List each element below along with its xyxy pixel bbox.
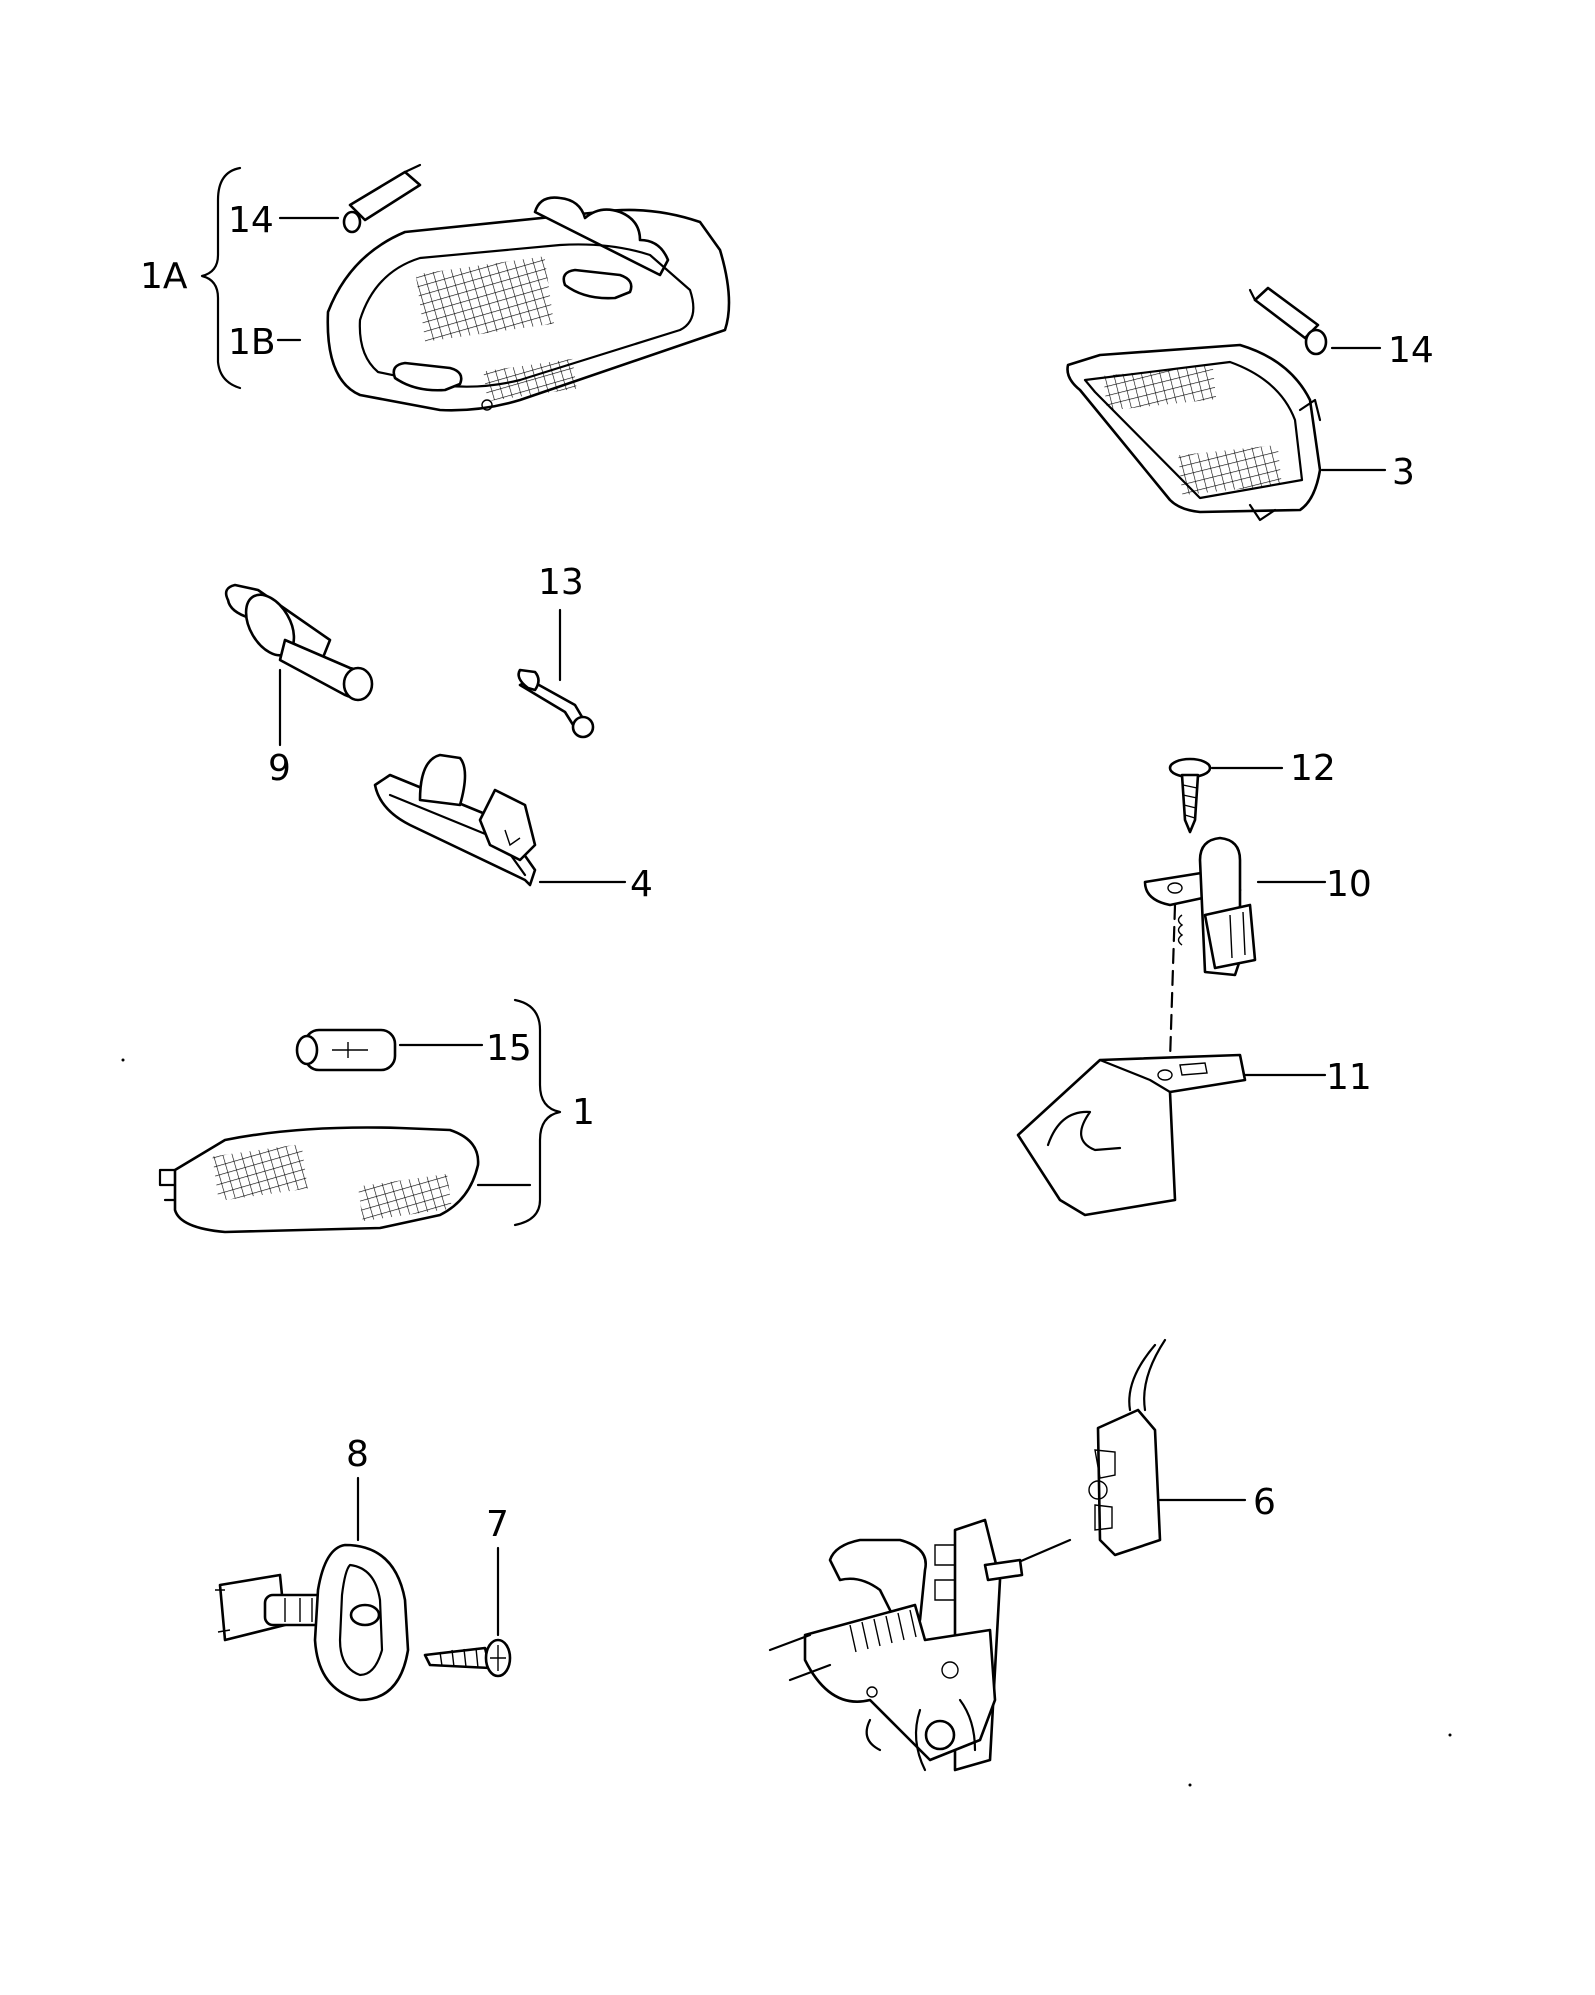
lens-grid [483,358,577,402]
housing-11 [1016,1053,1327,1217]
door-lock-mechanism [768,1518,1024,1772]
bulb-13 [517,608,595,739]
door-switch-9 [224,583,374,747]
label-14-top: 14 [228,200,274,241]
label-7: 7 [486,1504,509,1545]
label-1A: 1A [140,256,188,297]
reading-light-3 [1066,286,1387,522]
lens-grid [415,256,554,342]
label-4: 4 [630,864,653,905]
label-1B: 1B [228,322,276,363]
label-3: 3 [1392,452,1415,493]
label-15: 15 [486,1028,532,1069]
switch-8 [215,1476,410,1702]
screw-12 [1168,757,1284,834]
screw-7 [423,1546,512,1678]
label-12: 12 [1290,748,1336,789]
bulb-15 [295,1028,397,1072]
light-4 [373,753,627,887]
bracket-10 [1143,836,1327,977]
label-6: 6 [1253,1482,1276,1523]
label-13: 13 [538,562,584,603]
bulb-14-top [342,163,422,234]
label-8: 8 [346,1434,369,1475]
label-11: 11 [1326,1057,1372,1098]
label-1: 1 [572,1092,595,1133]
lock-switch-6 [998,1338,1247,1572]
bulb-14-right [1248,286,1328,356]
label-14-right: 14 [1388,330,1434,371]
label-10: 10 [1326,864,1372,905]
overhead-light-assembly [200,163,731,412]
light-assembly-1 [158,998,562,1234]
label-9: 9 [268,748,291,789]
